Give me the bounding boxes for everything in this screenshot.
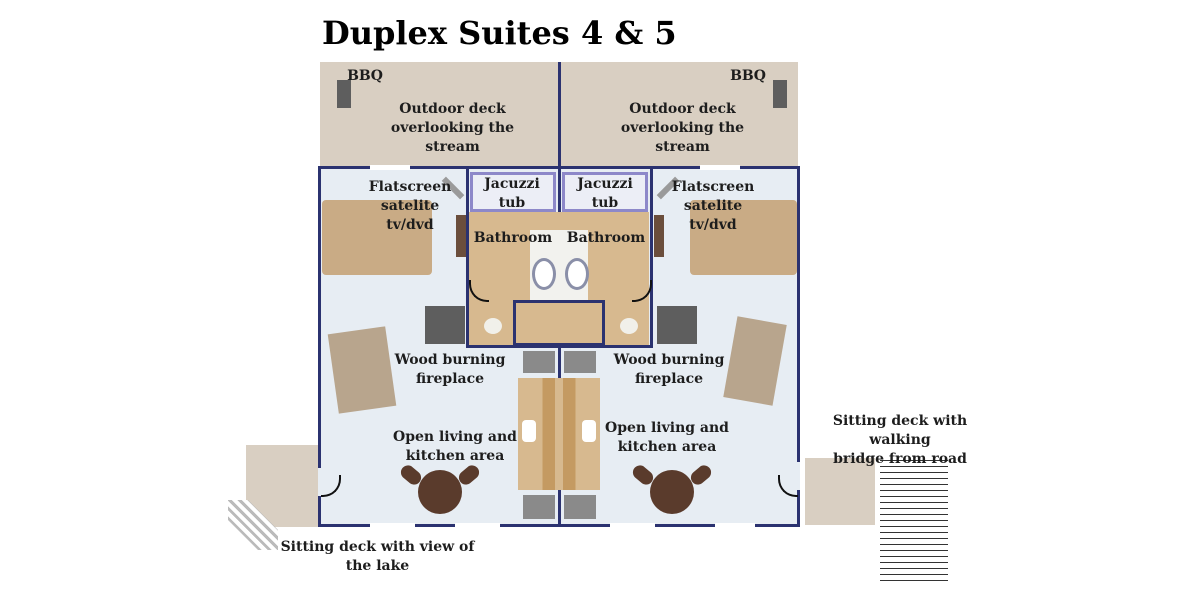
jacuzzi-tub [562, 172, 648, 212]
stool [564, 351, 596, 373]
wall [466, 345, 653, 348]
bathroom-label: Bathroom [566, 230, 646, 246]
bed [690, 200, 797, 275]
tv-icon [654, 215, 664, 257]
sink-icon [582, 420, 596, 442]
toilet-icon [565, 258, 589, 290]
stool [564, 495, 596, 519]
tv-icon [456, 215, 466, 257]
sink-icon [522, 420, 536, 442]
wall [318, 166, 321, 527]
walking-bridge [880, 460, 948, 585]
sink-icon [620, 318, 638, 334]
wall [466, 168, 469, 348]
fireplace-icon [657, 306, 697, 344]
sitting-deck-bridge [805, 458, 875, 525]
bed [322, 200, 432, 275]
bbq-grill [337, 80, 351, 108]
jacuzzi-tub [470, 172, 556, 212]
bbq-label: BBQ [347, 68, 383, 84]
page-title: Duplex Suites 4 & 5 [322, 14, 677, 52]
closet [513, 300, 605, 346]
bbq-grill [773, 80, 787, 108]
wall [797, 166, 800, 527]
toilet-icon [532, 258, 556, 290]
sink-icon [484, 318, 502, 334]
dining-table [650, 470, 694, 514]
stool [523, 495, 555, 519]
window [370, 165, 410, 170]
bbq-label: BBQ [730, 68, 766, 84]
dining-table [418, 470, 462, 514]
wall [650, 168, 653, 348]
stool [523, 351, 555, 373]
bathroom-label: Bathroom [473, 230, 553, 246]
window [700, 165, 740, 170]
fireplace-icon [425, 306, 465, 344]
